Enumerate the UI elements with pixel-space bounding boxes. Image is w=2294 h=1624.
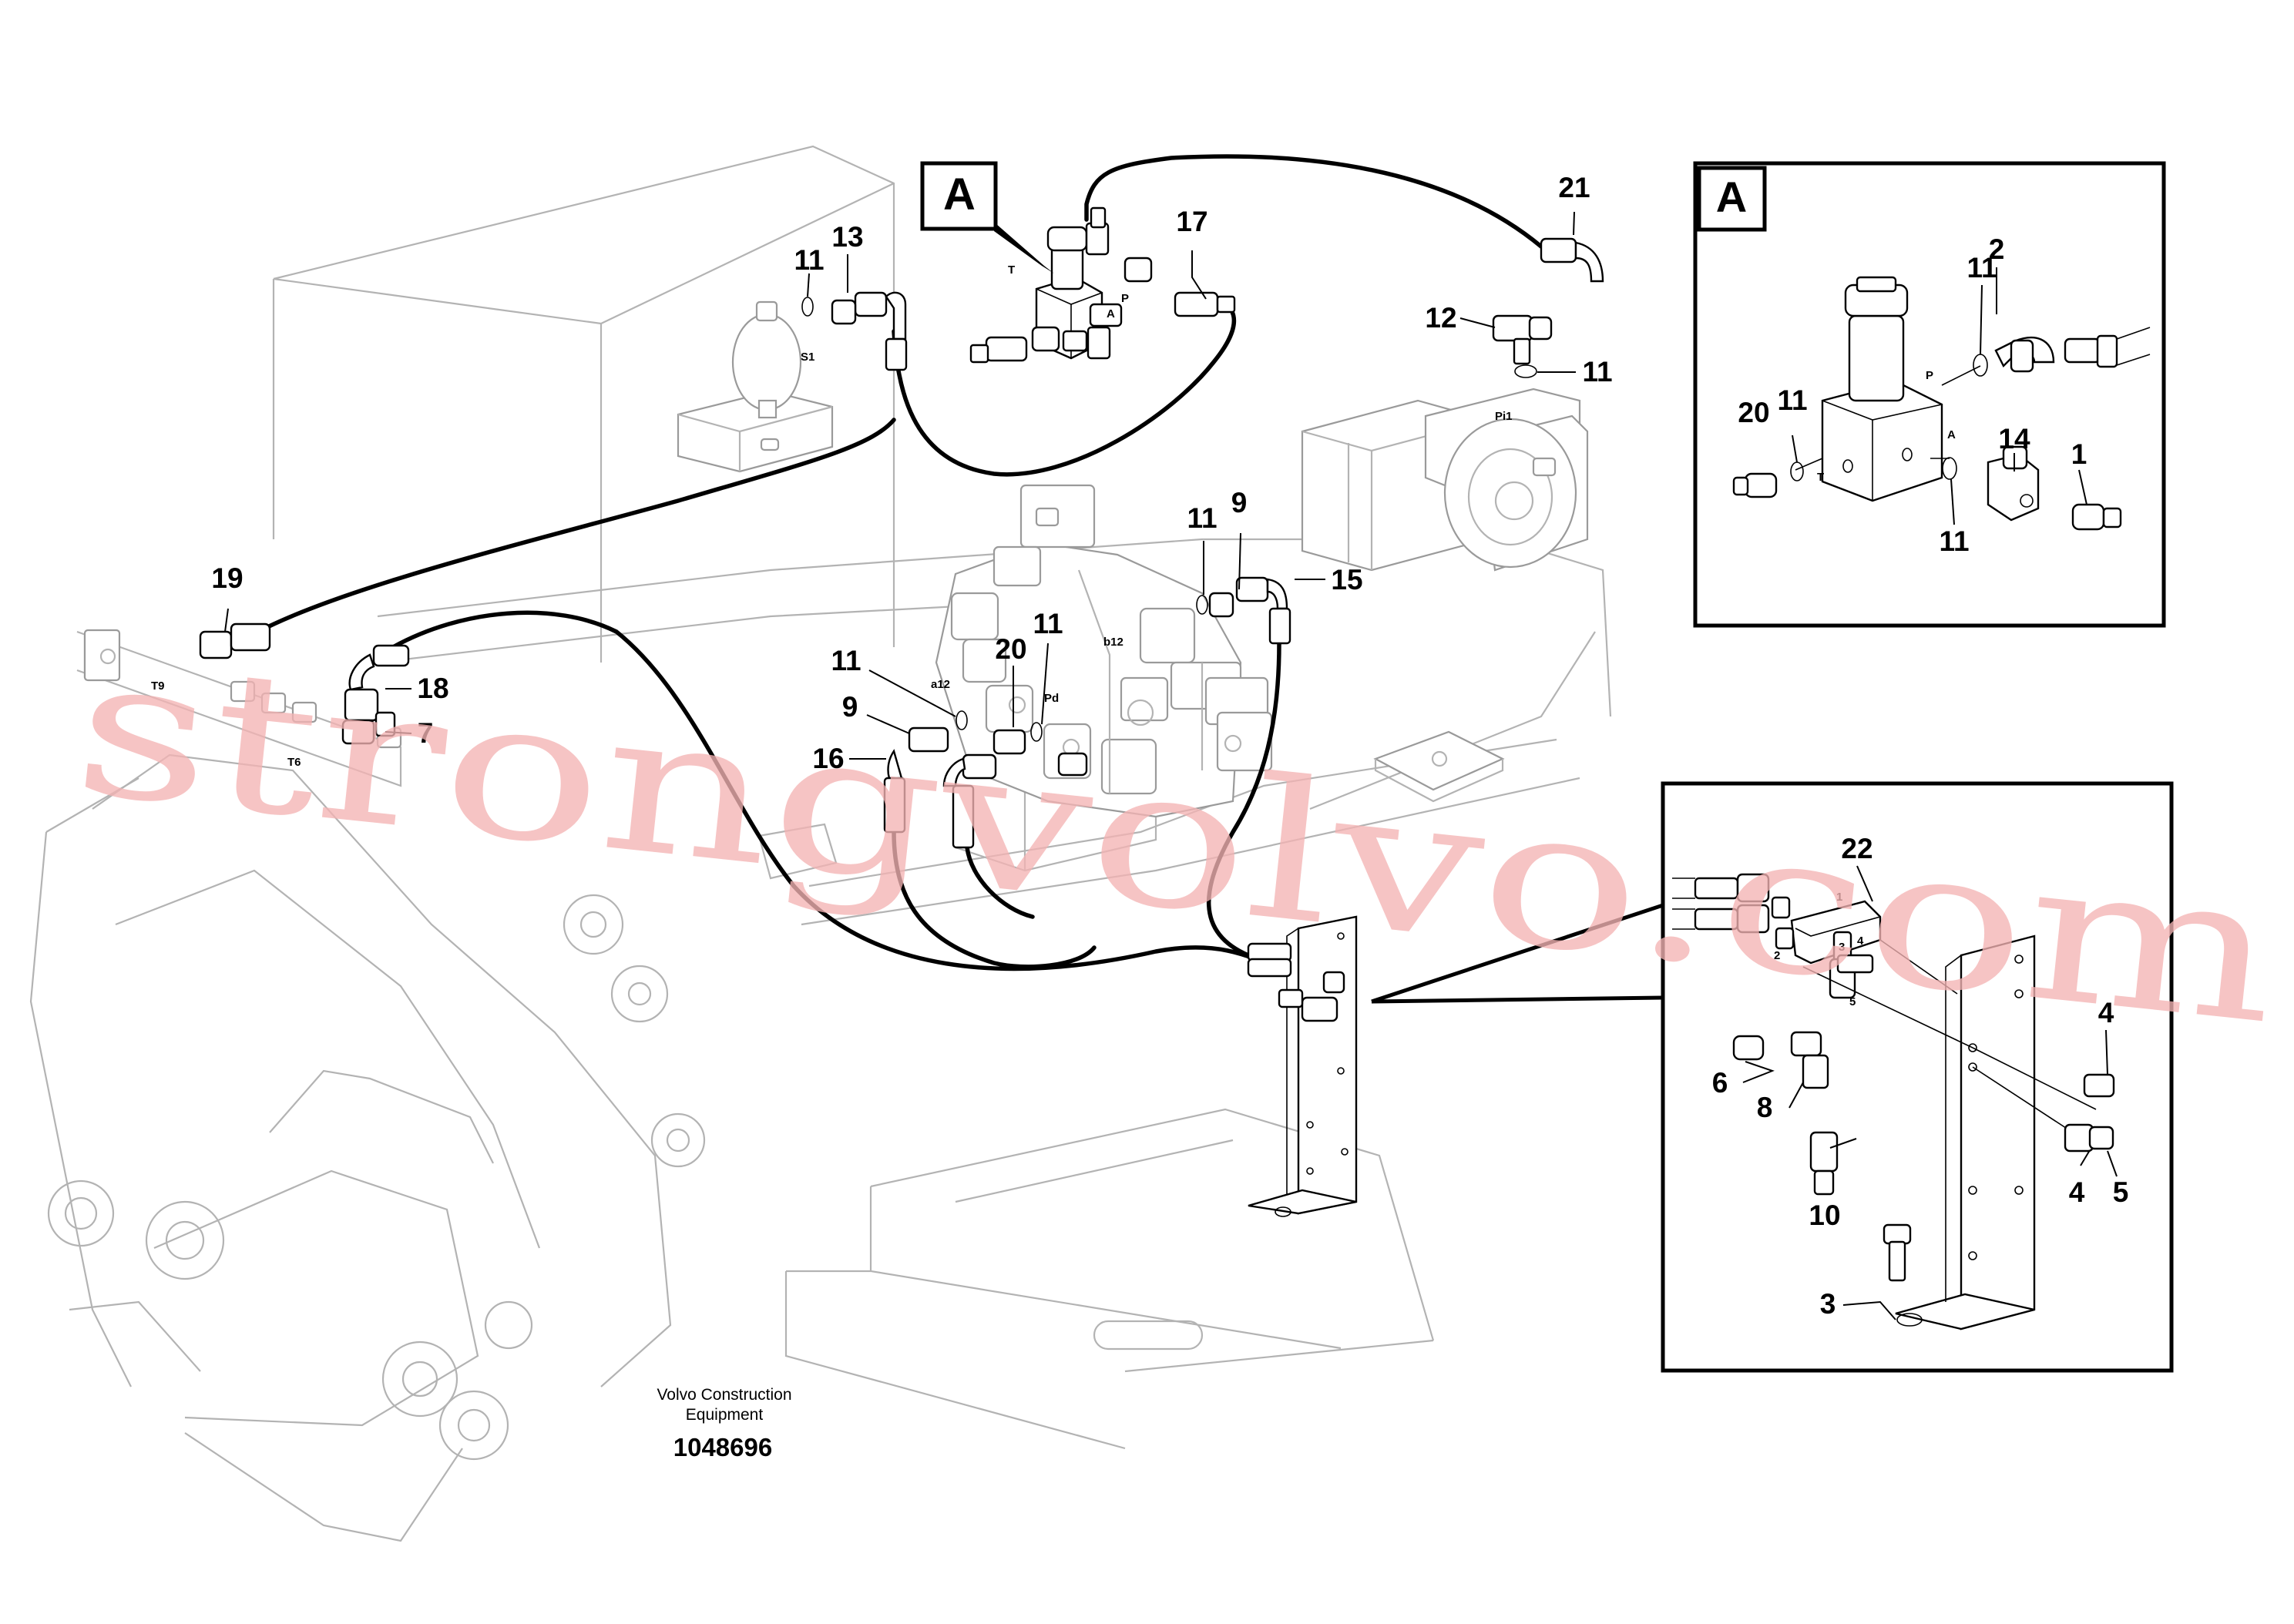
callout-8: 8	[1757, 1092, 1773, 1123]
callout-16: 16	[812, 743, 844, 774]
port-mark-a: A	[1107, 307, 1115, 320]
detail-port-mark-a: A	[1947, 428, 1956, 441]
manufacturer-name-line1: Volvo Construction	[657, 1386, 791, 1404]
valve-fittings	[883, 576, 1291, 849]
background-machine-frame	[29, 145, 1612, 1542]
callout-11: 11	[831, 645, 861, 676]
callout-20: 20	[995, 633, 1026, 665]
port-mark-4: 4	[1857, 934, 1864, 948]
accumulator-assembly	[677, 300, 834, 473]
port-mark-t6: T6	[287, 756, 301, 769]
detail-a-inset-letter: A	[1716, 173, 1747, 221]
callout-5: 5	[2113, 1176, 2129, 1208]
port-mark-5: 5	[1849, 995, 1856, 1008]
pump-fittings	[1492, 237, 1604, 378]
callout-11: 11	[1187, 502, 1217, 534]
callout-21: 21	[1558, 172, 1590, 203]
port-mark-2: 2	[1774, 949, 1780, 962]
callout-22: 22	[1841, 833, 1872, 864]
callout-9: 9	[842, 691, 858, 723]
callout-14: 14	[1998, 423, 2030, 455]
callout-11: 11	[1939, 525, 1969, 557]
callout-6: 6	[1712, 1067, 1728, 1099]
bracket-detail-inset	[1371, 781, 2174, 1373]
callout-19: 19	[211, 562, 243, 594]
port-mark-a12: a12	[931, 678, 950, 691]
port-mark-3: 3	[1839, 941, 1845, 954]
manufacturer-name-line2: Equipment	[686, 1406, 764, 1424]
callout-11: 11	[1582, 356, 1612, 388]
callout-15: 15	[1331, 564, 1362, 596]
callout-11: 11	[1777, 384, 1807, 416]
detail-a-inset: A	[1693, 161, 2166, 628]
detail-port-mark-p: P	[1926, 369, 1933, 382]
drawing-number: 1048696	[673, 1433, 772, 1461]
detail-a-valve-main	[801, 206, 1236, 371]
callout-3: 3	[1820, 1288, 1836, 1320]
callout-7: 7	[418, 717, 434, 749]
callout-11: 11	[1967, 252, 1997, 284]
port-mark-p: P	[1121, 292, 1129, 305]
left-fittings	[199, 622, 410, 745]
port-mark-b12: b12	[1103, 636, 1123, 649]
callout-numbers: 11 13 17 21 12 11 19 11 9 15 18 7 11 20 …	[211, 172, 2128, 1320]
mounting-bracket	[1247, 915, 1358, 1217]
callout-4: 4	[2098, 997, 2114, 1028]
callout-11: 11	[794, 244, 824, 276]
callout-2: 2	[1989, 233, 2005, 265]
callout-11: 11	[1033, 608, 1063, 639]
hydraulic-hoses	[256, 154, 1543, 975]
callout-9: 9	[1231, 487, 1248, 518]
callout-13: 13	[831, 221, 863, 253]
callout-12: 12	[1425, 302, 1456, 334]
detail-a-tag-main: A	[920, 161, 1054, 273]
leader-lines	[224, 211, 2118, 1320]
drawing-footer: Volvo Construction Equipment 1048696	[657, 1386, 791, 1461]
callout-20: 20	[1738, 397, 1769, 428]
port-mark-pi1: Pi1	[1495, 410, 1513, 423]
port-mark-pd: Pd	[1044, 692, 1059, 705]
detail-a-letter: A	[943, 169, 976, 220]
port-mark-s1: S1	[801, 351, 814, 364]
pilot-pump	[1301, 388, 1589, 572]
port-markings: S1 T P A Pi1 b12 a12 Pd T9 T6 T P A 1 2 …	[151, 263, 1956, 1008]
port-mark-1: 1	[1836, 891, 1842, 904]
return-manifold	[76, 629, 402, 787]
callout-4: 4	[2069, 1176, 2085, 1208]
callout-18: 18	[417, 673, 448, 704]
detail-port-mark-t: T	[1817, 471, 1824, 484]
callout-17: 17	[1176, 206, 1207, 237]
callout-1: 1	[2071, 438, 2087, 470]
callout-10: 10	[1809, 1200, 1840, 1231]
port-mark-t: T	[1008, 263, 1015, 277]
port-mark-t9: T9	[151, 679, 165, 693]
